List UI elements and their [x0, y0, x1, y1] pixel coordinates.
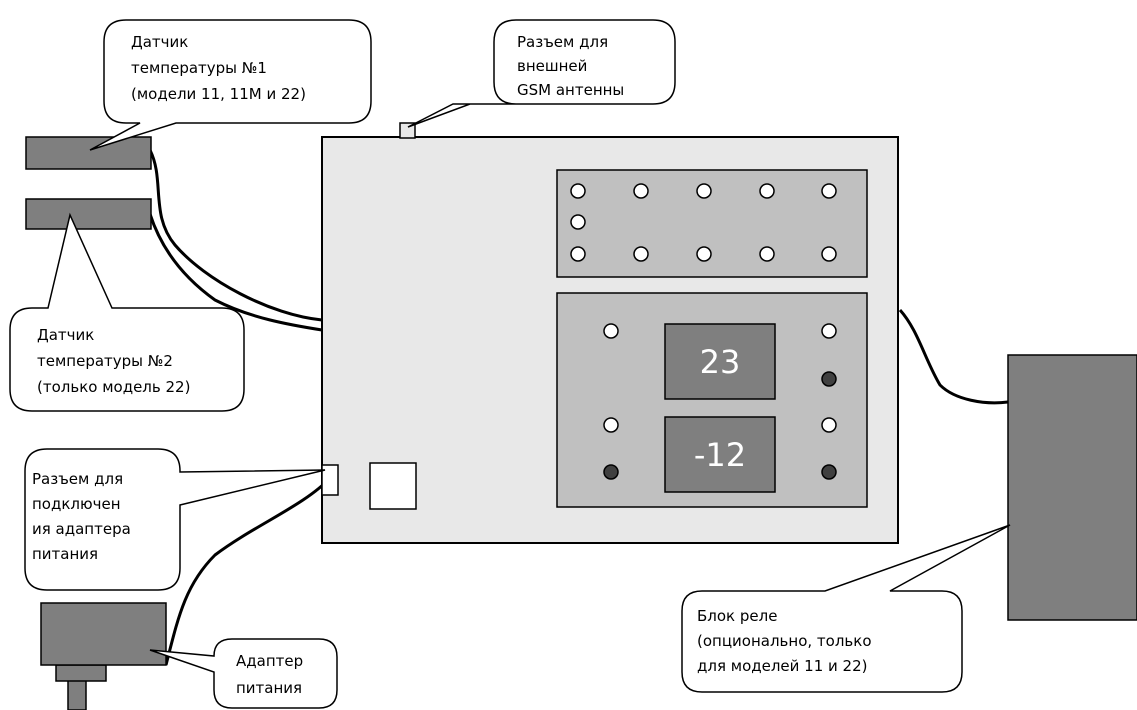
sensor1-callout-text: Датчик температуры №1 (модели 11, 11М и …	[131, 33, 306, 103]
callout-line: ия адаптера	[32, 520, 131, 538]
device-button-square	[369, 462, 417, 510]
power-adapter-body	[40, 602, 167, 666]
led-indicator	[570, 246, 586, 262]
callout-line: питания	[32, 545, 98, 563]
led-indicator-lit	[603, 464, 619, 480]
callout-line: температуры №2	[37, 352, 173, 370]
power-connector-callout-text: Разъем для подключен ия адаптера питания	[32, 470, 136, 563]
antenna-callout-bubble	[407, 19, 676, 128]
led-indicator-lit	[821, 464, 837, 480]
callout-line: GSM антенны	[517, 81, 624, 99]
led-indicator	[603, 323, 619, 339]
adapter-callout-text: Адаптер питания	[236, 652, 308, 697]
adapter-cable	[164, 476, 332, 666]
antenna-callout-text: Разъем для внешней GSM антенны	[517, 33, 624, 99]
top-led-panel	[556, 169, 868, 278]
callout-line: Адаптер	[236, 652, 303, 670]
led-indicator	[633, 246, 649, 262]
bottom-display-value: -12	[694, 436, 746, 474]
led-indicator-lit	[821, 371, 837, 387]
callout-line: (только модель 22)	[37, 378, 190, 396]
led-indicator	[821, 183, 837, 199]
sensor2-callout-bubble	[9, 212, 245, 412]
callout-line: для моделей 11 и 22)	[697, 657, 868, 675]
callout-line: питания	[236, 679, 302, 697]
led-indicator	[570, 214, 586, 230]
callout-line: Разъем для	[517, 33, 608, 51]
led-indicator	[759, 183, 775, 199]
callout-line: Блок реле	[697, 607, 777, 625]
power-adapter	[40, 602, 167, 710]
sensor2-cable	[148, 213, 323, 332]
led-indicator	[696, 246, 712, 262]
power-adapter-plug-pin	[67, 679, 87, 710]
led-indicator	[696, 183, 712, 199]
led-indicator	[570, 183, 586, 199]
callout-line: внешней	[517, 57, 587, 75]
relay-callout-bubble	[681, 524, 1011, 693]
relay-block	[1007, 354, 1137, 621]
adapter-callout-bubble	[149, 638, 338, 709]
led-indicator	[603, 417, 619, 433]
led-indicator	[821, 246, 837, 262]
led-indicator	[821, 323, 837, 339]
power-connector-callout-bubble	[24, 448, 326, 591]
callout-line: Датчик	[37, 326, 94, 344]
temperature-sensor-1	[25, 136, 152, 170]
power-connector	[321, 464, 339, 496]
bottom-display	[664, 416, 776, 493]
sensor1-callout-bubble	[89, 19, 372, 151]
callout-line: Датчик	[131, 33, 188, 51]
relay-cable	[898, 308, 1009, 405]
sensor1-cable	[148, 149, 323, 322]
led-indicator	[821, 417, 837, 433]
power-adapter-collar	[55, 664, 107, 682]
top-display	[664, 323, 776, 400]
temperature-sensor-2	[25, 198, 152, 230]
callout-line: подключен	[32, 495, 121, 513]
antenna-connector	[399, 122, 416, 139]
callout-line: (модели 11, 11М и 22)	[131, 85, 306, 103]
led-indicator	[759, 246, 775, 262]
callout-line: (опционально, только	[697, 632, 872, 650]
top-display-value: 23	[700, 343, 741, 381]
led-indicator	[633, 183, 649, 199]
cables	[148, 149, 1009, 666]
callout-line: Разъем для	[32, 470, 123, 488]
sensor2-callout-text: Датчик температуры №2 (только модель 22)	[37, 326, 190, 396]
top-led-grid	[570, 183, 837, 262]
display-panel-leds	[603, 323, 837, 480]
relay-callout-text: Блок реле (опционально, только для модел…	[697, 607, 876, 675]
callout-line: температуры №1	[131, 59, 267, 77]
